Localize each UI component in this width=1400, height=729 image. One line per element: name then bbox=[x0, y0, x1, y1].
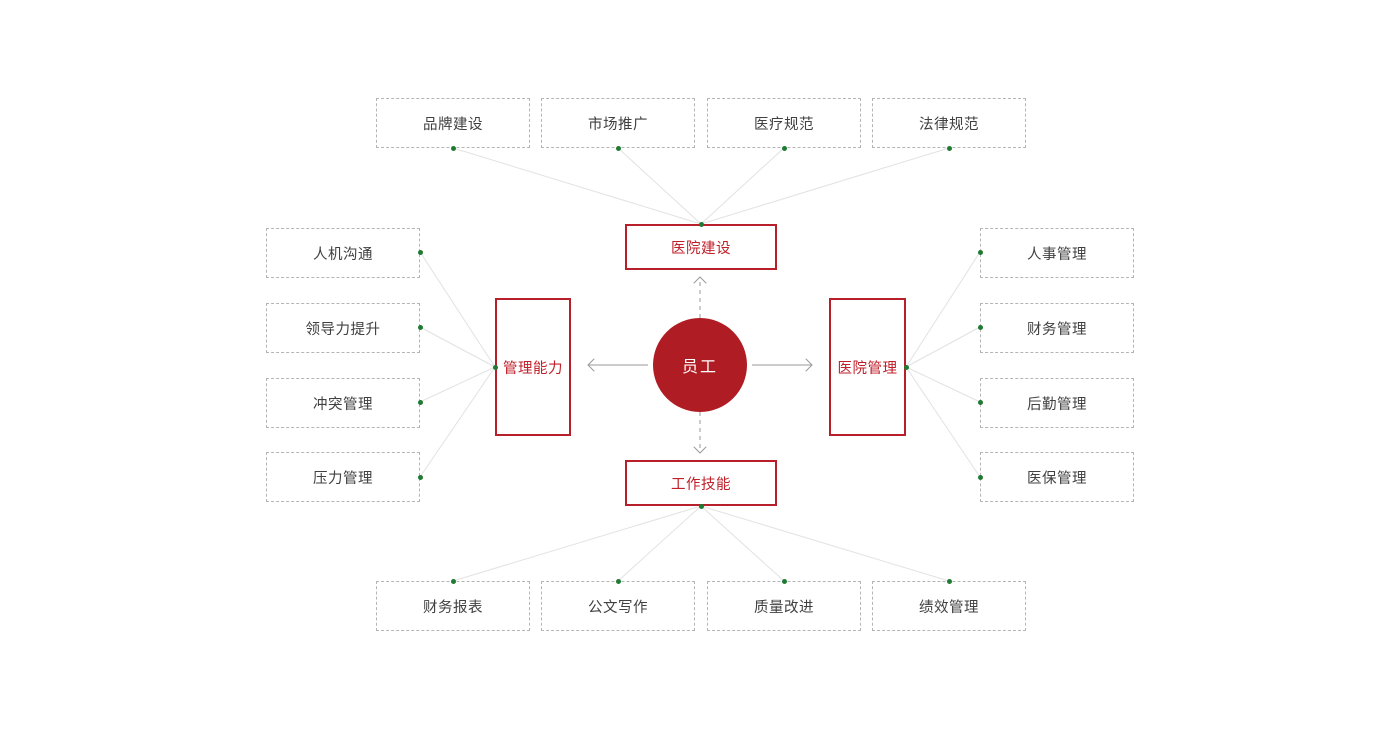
leaf-node-label: 医疗规范 bbox=[754, 116, 814, 133]
leaf-node-label: 冲突管理 bbox=[313, 396, 373, 413]
performance-management-link bbox=[700, 505, 950, 582]
financial-statements-link bbox=[452, 505, 702, 582]
leaf-node-quality-improvement[interactable]: 质量改进 bbox=[707, 581, 861, 631]
official-document-writing-link bbox=[617, 505, 702, 582]
leaf-node-conflict-management[interactable]: 冲突管理 bbox=[266, 378, 420, 428]
market-promotion-link bbox=[617, 147, 702, 225]
dot-hub-work-skills[interactable] bbox=[698, 503, 704, 509]
leaf-node-finance-management[interactable]: 财务管理 bbox=[980, 303, 1134, 353]
leaf-node-label: 人机沟通 bbox=[313, 246, 373, 263]
core-to-management-ability-head bbox=[587, 358, 595, 372]
leaf-node-legal-standards[interactable]: 法律规范 bbox=[872, 98, 1026, 148]
leaf-node-label: 公文写作 bbox=[588, 599, 648, 616]
leaf-node-market-promotion[interactable]: 市场推广 bbox=[541, 98, 695, 148]
conflict-management-link bbox=[419, 366, 496, 403]
leaf-node-financial-statements[interactable]: 财务报表 bbox=[376, 581, 530, 631]
medical-standards-link bbox=[700, 147, 785, 225]
personnel-management-link bbox=[905, 251, 981, 368]
stress-management-link bbox=[419, 366, 496, 478]
leaf-node-label: 医保管理 bbox=[1027, 470, 1087, 487]
leaf-node-label: 人事管理 bbox=[1027, 246, 1087, 263]
quality-improvement-link bbox=[700, 505, 785, 582]
dot-market-promotion[interactable] bbox=[615, 145, 621, 151]
leaf-node-label: 后勤管理 bbox=[1027, 396, 1087, 413]
leadership-improvement-link bbox=[419, 326, 496, 368]
branch-node-label: 医院管理 bbox=[837, 360, 898, 377]
leaf-node-performance-management[interactable]: 绩效管理 bbox=[872, 581, 1026, 631]
leaf-node-label: 绩效管理 bbox=[919, 599, 979, 616]
leaf-node-brand-building[interactable]: 品牌建设 bbox=[376, 98, 530, 148]
branch-node-label: 管理能力 bbox=[503, 360, 563, 377]
dot-performance-management[interactable] bbox=[946, 578, 952, 584]
leaf-node-label: 财务管理 bbox=[1027, 321, 1087, 338]
leaf-node-logistics-management[interactable]: 后勤管理 bbox=[980, 378, 1134, 428]
leaf-node-label: 品牌建设 bbox=[423, 116, 483, 133]
dot-human-machine-communication[interactable] bbox=[417, 249, 423, 255]
dot-hub-hospital-management[interactable] bbox=[903, 364, 909, 370]
leaf-node-human-machine-communication[interactable]: 人机沟通 bbox=[266, 228, 420, 278]
finance-management-link bbox=[905, 326, 981, 368]
dot-medical-standards[interactable] bbox=[781, 145, 787, 151]
core-to-hospital-management-head bbox=[805, 358, 813, 372]
leaf-node-label: 法律规范 bbox=[919, 116, 979, 133]
dot-conflict-management[interactable] bbox=[417, 399, 423, 405]
dot-official-document-writing[interactable] bbox=[615, 578, 621, 584]
leaf-node-label: 压力管理 bbox=[313, 470, 373, 487]
core-node-label: 员工 bbox=[681, 359, 718, 376]
brand-building-link bbox=[452, 147, 702, 225]
dot-insurance-management[interactable] bbox=[977, 474, 983, 480]
logistics-management-link bbox=[905, 366, 981, 403]
branch-node-label: 医院建设 bbox=[671, 240, 731, 257]
leaf-node-label: 财务报表 bbox=[423, 599, 483, 616]
leaf-node-stress-management[interactable]: 压力管理 bbox=[266, 452, 420, 502]
insurance-management-link bbox=[905, 366, 981, 478]
dot-financial-statements[interactable] bbox=[450, 578, 456, 584]
dot-logistics-management[interactable] bbox=[977, 399, 983, 405]
dot-hub-hospital-construction[interactable] bbox=[698, 221, 704, 227]
core-to-work-skills-head bbox=[693, 446, 707, 454]
branch-node-label: 工作技能 bbox=[671, 476, 731, 493]
human-machine-communication-link bbox=[419, 251, 496, 368]
core-node-employee[interactable]: 员工 bbox=[653, 318, 747, 412]
core-to-hospital-construction-head bbox=[693, 276, 707, 284]
dot-brand-building[interactable] bbox=[450, 145, 456, 151]
dot-stress-management[interactable] bbox=[417, 474, 423, 480]
dot-quality-improvement[interactable] bbox=[781, 578, 787, 584]
dot-legal-standards[interactable] bbox=[946, 145, 952, 151]
leaf-node-insurance-management[interactable]: 医保管理 bbox=[980, 452, 1134, 502]
branch-node-hospital-construction[interactable]: 医院建设 bbox=[625, 224, 777, 270]
dot-leadership-improvement[interactable] bbox=[417, 324, 423, 330]
legal-standards-link bbox=[700, 147, 950, 225]
branch-node-work-skills[interactable]: 工作技能 bbox=[625, 460, 777, 506]
dot-personnel-management[interactable] bbox=[977, 249, 983, 255]
leaf-node-label: 领导力提升 bbox=[305, 321, 381, 338]
dot-finance-management[interactable] bbox=[977, 324, 983, 330]
leaf-node-medical-standards[interactable]: 医疗规范 bbox=[707, 98, 861, 148]
leaf-node-leadership-improvement[interactable]: 领导力提升 bbox=[266, 303, 420, 353]
leaf-node-official-document-writing[interactable]: 公文写作 bbox=[541, 581, 695, 631]
leaf-node-label: 市场推广 bbox=[588, 116, 648, 133]
branch-node-management-ability[interactable]: 管理能力 bbox=[495, 298, 571, 436]
branch-node-hospital-management[interactable]: 医院管理 bbox=[829, 298, 906, 436]
leaf-node-personnel-management[interactable]: 人事管理 bbox=[980, 228, 1134, 278]
leaf-node-label: 质量改进 bbox=[754, 599, 814, 616]
dot-hub-management-ability[interactable] bbox=[492, 364, 498, 370]
